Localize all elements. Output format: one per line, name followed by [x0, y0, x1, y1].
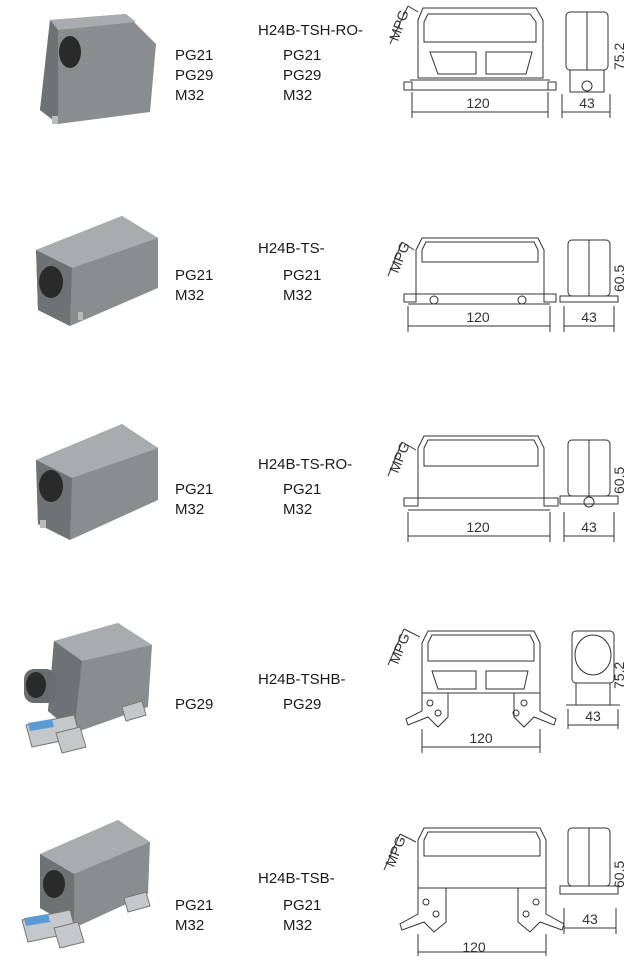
depth-dimension: 43 [579, 95, 595, 111]
variant-option: PG29 [283, 67, 322, 84]
thread-option: M32 [175, 287, 205, 304]
variant-option: PG21 [283, 47, 322, 64]
housing-photo-side-entry-levers [21, 820, 151, 949]
model-number: H24B-TS- [258, 240, 325, 257]
thread-option: M32 [175, 87, 205, 104]
technical-drawing-4: MPG 120 43 75.2 [386, 628, 626, 753]
variant-option: PG21 [283, 897, 322, 914]
width-dimension: 120 [469, 730, 493, 746]
product-row-3: PG21 M32 H24B-TS-RO- PG21 M32 MPG 120 43… [0, 420, 626, 570]
product-row-2: PG21 M32 H24B-TS- PG21 M32 MPG 120 43 60… [0, 210, 626, 360]
technical-drawing-5: MPG 120 43 60.5 [382, 827, 626, 956]
variant-option: M32 [283, 287, 313, 304]
variant-option: M32 [283, 87, 313, 104]
model-number: H24B-TSH-RO- [258, 22, 364, 39]
housing-photo-side-entry-low [36, 216, 158, 326]
entry-label: MPG [386, 8, 412, 43]
housing-photo-top-entry-high-levers [24, 623, 152, 754]
width-dimension: 120 [466, 519, 490, 535]
entry-label: MPG [382, 834, 409, 870]
housing-photo-side-entry-ro [36, 424, 158, 540]
depth-dimension: 43 [582, 911, 598, 927]
height-dimension: 60.5 [611, 467, 626, 494]
depth-dimension: 43 [585, 708, 601, 724]
model-number: H24B-TSB- [258, 870, 335, 887]
variant-option: PG21 [283, 267, 322, 284]
thread-option: PG21 [175, 47, 214, 64]
thread-option: M32 [175, 917, 205, 934]
technical-drawing-2: MPG 120 43 60.5 [386, 237, 626, 332]
width-dimension: 120 [466, 309, 490, 325]
variant-option: PG29 [283, 696, 322, 713]
width-dimension: 120 [462, 939, 486, 955]
height-dimension: 75.2 [611, 662, 626, 689]
variant-option: M32 [283, 917, 313, 934]
variant-option: M32 [283, 501, 313, 518]
width-dimension: 120 [466, 95, 490, 111]
thread-option: PG29 [175, 696, 214, 713]
height-dimension: 60.5 [611, 861, 626, 888]
model-number: H24B-TSHB- [258, 671, 346, 688]
thread-option: M32 [175, 501, 205, 518]
depth-dimension: 43 [581, 519, 597, 535]
height-dimension: 60.5 [611, 265, 626, 292]
product-row-4: PG29 H24B-TSHB- PG29 MPG 120 43 75.2 [0, 615, 626, 765]
thread-option: PG29 [175, 67, 214, 84]
thread-option: PG21 [175, 267, 214, 284]
housing-photo-side-entry-high [40, 14, 156, 124]
height-dimension: 75.2 [611, 43, 626, 70]
product-row-1: PG21 PG29 M32 H24B-TSH-RO- PG21 PG29 M32… [0, 0, 626, 150]
entry-label: MPG [386, 631, 413, 667]
depth-dimension: 43 [581, 309, 597, 325]
technical-drawing-3: MPG 120 43 60.5 [386, 435, 626, 542]
variant-option: PG21 [283, 481, 322, 498]
entry-label: MPG [386, 440, 413, 476]
technical-drawing-1: MPG 120 43 75.2 [386, 5, 626, 118]
product-row-5: PG21 M32 H24B-TSB- PG21 M32 MPG 120 43 6… [0, 812, 626, 962]
thread-option: PG21 [175, 897, 214, 914]
entry-label: MPG [386, 240, 413, 276]
thread-option: PG21 [175, 481, 214, 498]
model-number: H24B-TS-RO- [258, 456, 353, 473]
